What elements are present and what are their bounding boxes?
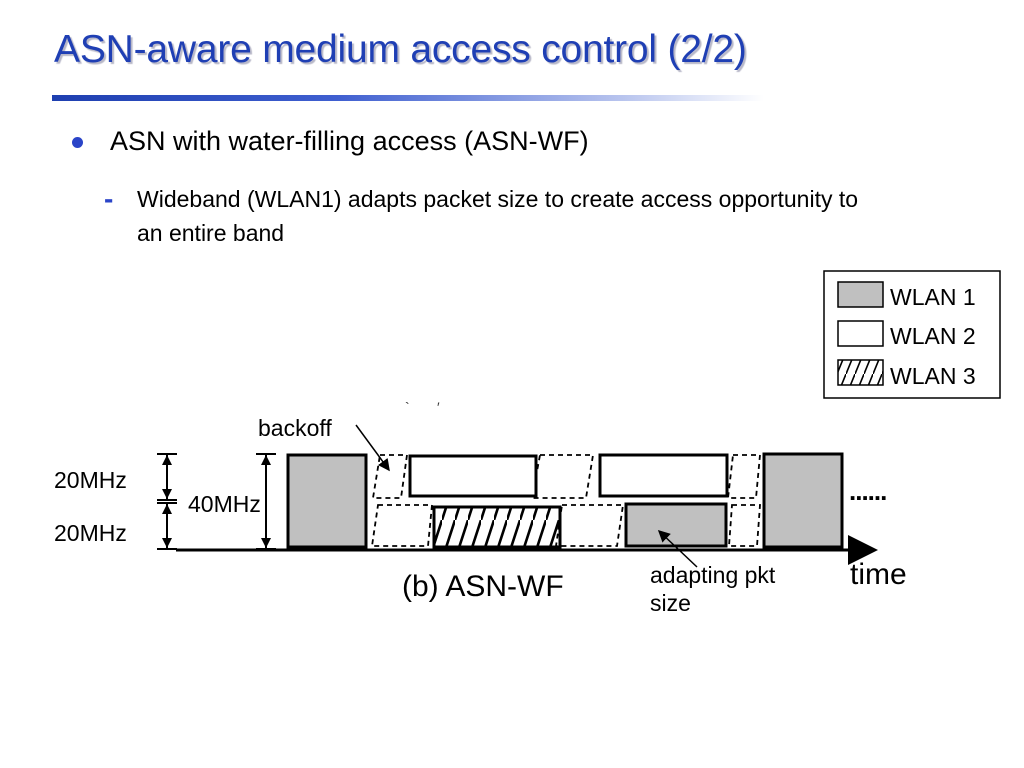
wlan2-frame	[408, 454, 538, 498]
backoff-slots-bottom	[370, 504, 761, 547]
sub-bullet-text: Wideband (WLAN1) adapts packet size to c…	[137, 186, 859, 246]
legend-label-wlan3: WLAN 3	[890, 363, 976, 389]
figure-caption: (b) ASN-WF	[402, 570, 564, 603]
slide-title: ASN-aware medium access control (2/2)	[54, 28, 747, 71]
backoff-pointer	[355, 424, 390, 472]
continuation-dots: ......	[849, 476, 886, 506]
adapting-label-line2: size	[650, 590, 691, 616]
stray-tick-marks: ′	[437, 399, 440, 415]
title-underline	[52, 95, 764, 101]
time-label: time	[850, 558, 907, 591]
dash-bullet-icon: -	[104, 183, 114, 214]
legend-swatch-wlan2	[837, 320, 884, 347]
legend-label-wlan1: WLAN 1	[890, 284, 976, 310]
legend-label-wlan2: WLAN 2	[890, 323, 976, 349]
adapting-pointer	[657, 529, 698, 568]
band-label-bottom: 20MHz	[54, 520, 127, 546]
wlan1-frame	[762, 452, 844, 549]
bullet-dot-icon	[72, 137, 83, 148]
legend: WLAN 1 WLAN 2 WLAN 3	[823, 270, 1001, 399]
backoff-label: backoff	[258, 415, 332, 441]
legend-swatch-wlan3	[837, 359, 884, 386]
wlan3-frame	[432, 505, 562, 549]
legend-swatch-wlan1	[837, 281, 884, 308]
stray-tick-marks: `	[405, 399, 410, 415]
dimension-arrows-20mhz	[162, 455, 172, 548]
dimension-bars-20mhz	[157, 453, 177, 550]
wlan1-adapted-frame	[624, 502, 728, 548]
band-label-top: 20MHz	[54, 467, 127, 493]
wlan2-frame	[598, 453, 729, 498]
bullet-text: ASN with water-filling access (ASN-WF)	[110, 126, 589, 156]
wlan1-frame	[286, 453, 368, 549]
dimension-arrows-40mhz	[261, 455, 271, 548]
band-label-total: 40MHz	[188, 491, 261, 517]
adapting-label: adapting pkt	[650, 562, 776, 588]
